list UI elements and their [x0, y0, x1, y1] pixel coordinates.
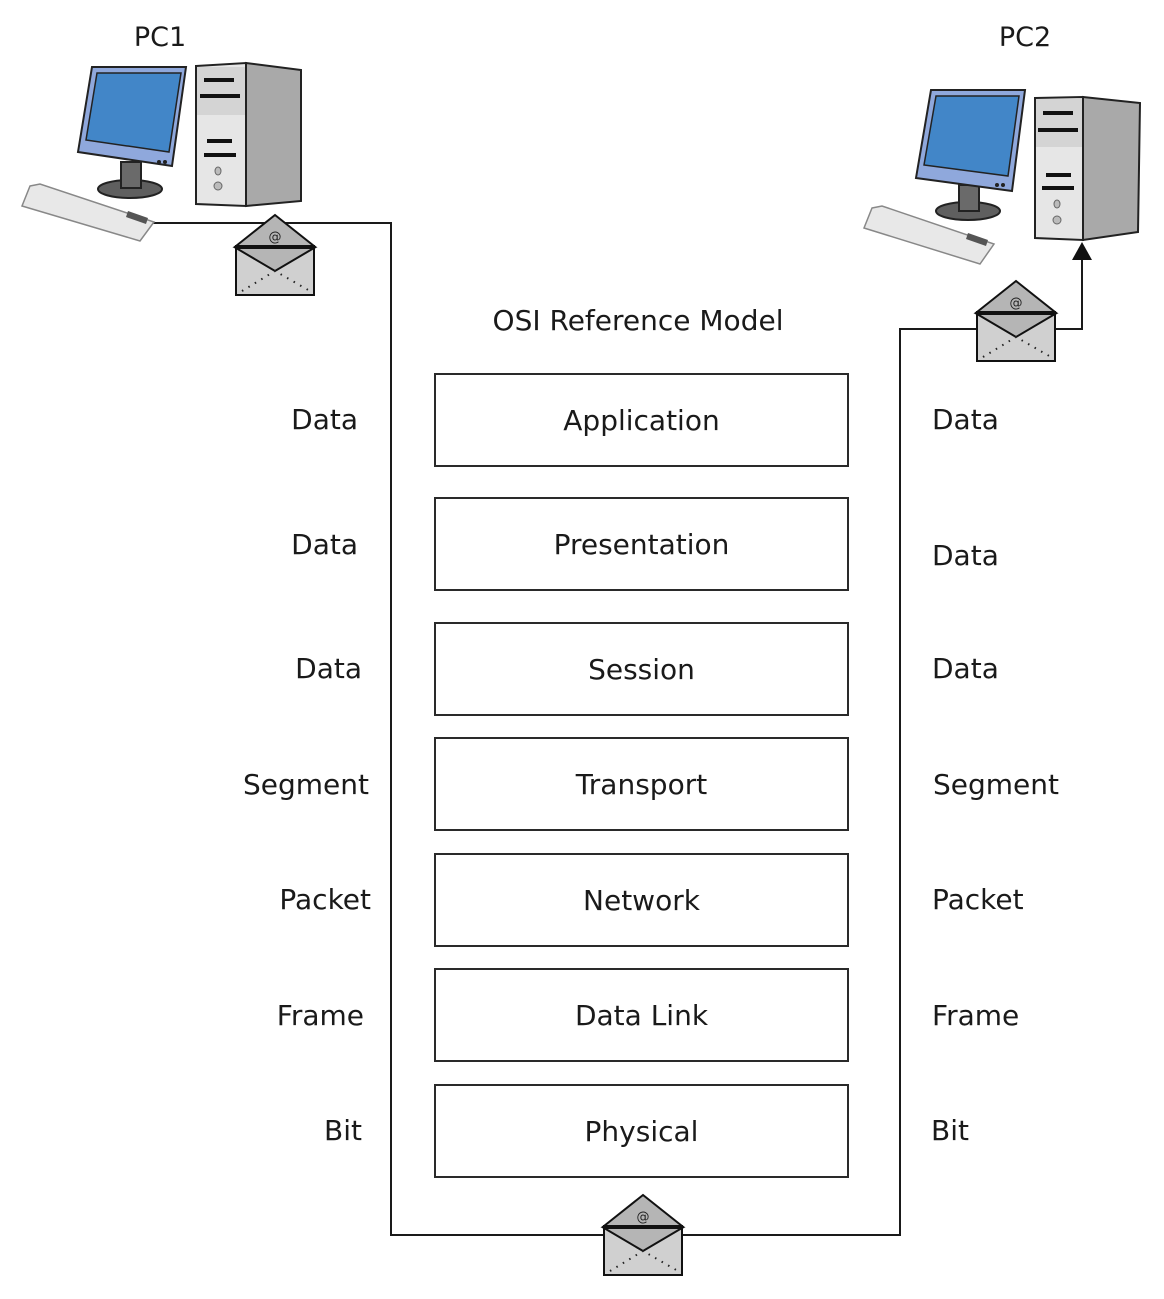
diagram-title: OSI Reference Model	[492, 304, 784, 337]
at-symbol: @	[1010, 296, 1023, 311]
arrow-up-icon	[1072, 242, 1092, 260]
layer-presentation: Presentation	[434, 497, 849, 591]
pdu-right-presentation: Data	[932, 539, 999, 572]
layer-label: Network	[583, 883, 700, 917]
monitor-icon	[914, 89, 1027, 221]
envelope-icon-sender: @	[232, 213, 318, 296]
monitor-icon	[76, 66, 188, 199]
pdu-right-transport: Segment	[933, 768, 1059, 801]
layer-application: Application	[434, 373, 849, 467]
envelope-icon-transit: @	[600, 1193, 686, 1276]
layer-label: Transport	[575, 767, 708, 801]
envelope-icon-receiver: @	[973, 279, 1059, 362]
layer-label: Session	[588, 652, 695, 686]
pdu-right-session: Data	[932, 652, 999, 685]
layer-session: Session	[434, 622, 849, 716]
pdu-right-physical: Bit	[931, 1114, 969, 1147]
keyboard-icon	[863, 205, 996, 265]
data-flow-line	[148, 222, 1083, 1236]
pdu-right-data-link: Frame	[932, 999, 1020, 1032]
layer-label: Physical	[584, 1114, 699, 1148]
pc1-label: PC1	[133, 22, 187, 53]
pdu-left-physical: Bit	[324, 1114, 362, 1147]
layer-label: Data Link	[574, 998, 709, 1032]
pdu-left-application: Data	[291, 403, 358, 436]
layer-label: Presentation	[553, 527, 730, 561]
layer-physical: Physical	[434, 1084, 849, 1178]
tower-icon	[1034, 95, 1142, 242]
pc1-computer-icon	[20, 61, 302, 242]
pc2-label: PC2	[998, 22, 1052, 53]
tower-icon	[195, 61, 302, 208]
layer-transport: Transport	[434, 737, 849, 831]
pdu-left-transport: Segment	[243, 768, 369, 801]
at-symbol: @	[269, 230, 282, 245]
layer-data-link: Data Link	[434, 968, 849, 1062]
layer-label: Application	[563, 403, 720, 437]
layer-network: Network	[434, 853, 849, 947]
pdu-left-data-link: Frame	[276, 999, 364, 1032]
pdu-right-network: Packet	[932, 883, 1024, 916]
at-symbol: @	[637, 1210, 650, 1225]
pdu-left-session: Data	[295, 652, 362, 685]
pdu-left-presentation: Data	[291, 528, 358, 561]
pdu-right-application: Data	[932, 403, 999, 436]
keyboard-icon	[20, 183, 156, 242]
pdu-left-network: Packet	[279, 883, 371, 916]
pc2-computer-icon	[863, 89, 1142, 265]
